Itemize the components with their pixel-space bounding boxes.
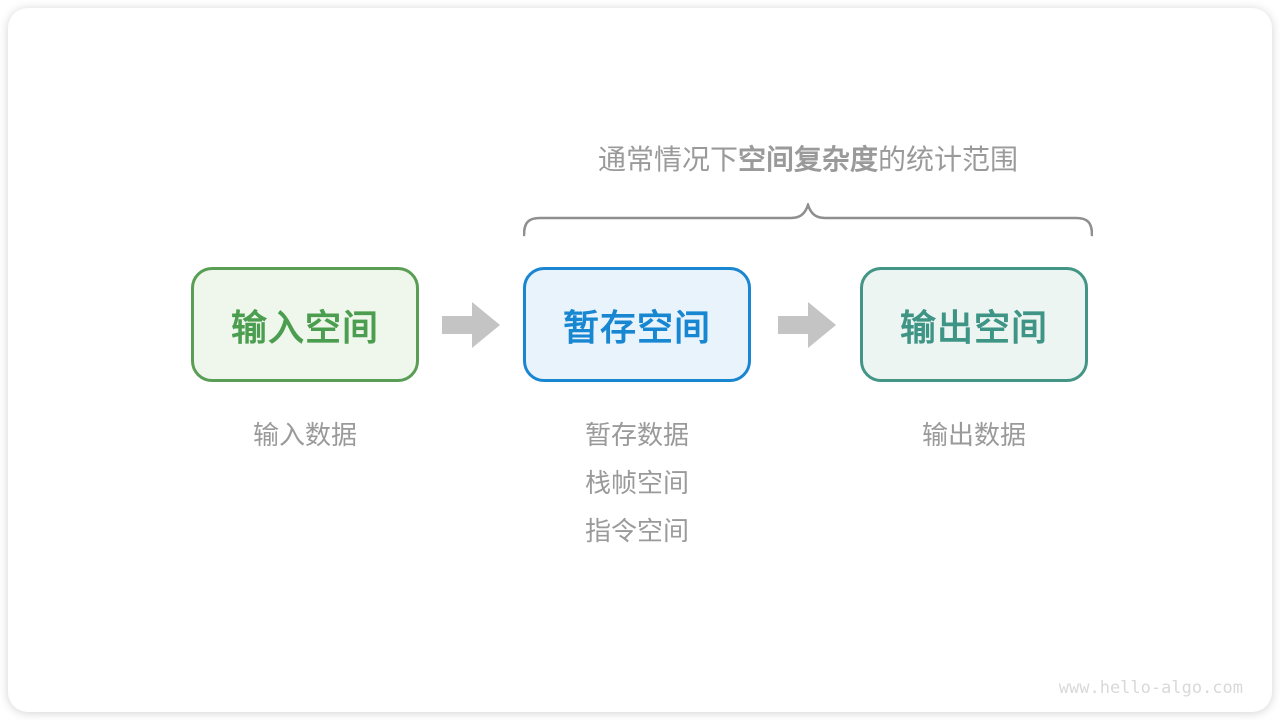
caption-line: 栈帧空间 — [584, 468, 689, 498]
caption-line: 输出数据 — [921, 420, 1026, 450]
output-space-box: 输出空间 — [860, 267, 1088, 382]
input-space-label: 输入空间 — [230, 306, 379, 348]
input-space-box: 输入空间 — [191, 267, 419, 382]
diagram-title: 通常情况下空间复杂度的统计范围 — [538, 144, 1078, 176]
scope-brace-path — [523, 203, 1093, 237]
arrow-shaft — [442, 316, 472, 334]
caption-line: 输入数据 — [252, 420, 357, 450]
arrow-head — [472, 302, 500, 348]
temp-space-box: 暂存空间 — [523, 267, 751, 382]
input-space-caption: 输入数据 — [191, 411, 419, 459]
title-suffix: 的统计范围 — [878, 144, 1019, 175]
caption-line: 指令空间 — [584, 516, 689, 546]
output-space-label: 输出空间 — [899, 306, 1048, 348]
caption-line: 暂存数据 — [584, 420, 689, 450]
title-prefix: 通常情况下 — [597, 144, 738, 175]
temp-space-caption: 暂存数据 栈帧空间 指令空间 — [523, 411, 751, 555]
arrow-head — [808, 302, 836, 348]
arrow-right-icon — [442, 302, 500, 348]
watermark: www.hello-algo.com — [1058, 678, 1243, 698]
title-keyword: 空间复杂度 — [737, 144, 878, 175]
output-space-caption: 输出数据 — [860, 411, 1088, 459]
arrow-shaft — [778, 316, 808, 334]
arrow-right-icon — [778, 302, 836, 348]
scope-brace-icon — [523, 203, 1093, 237]
temp-space-label: 暂存空间 — [562, 306, 711, 348]
